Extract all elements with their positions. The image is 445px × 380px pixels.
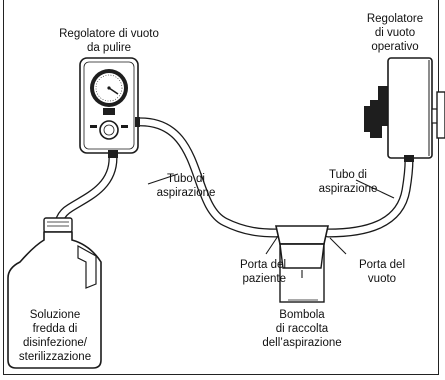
operative-regulator-device bbox=[364, 57, 445, 162]
label-line: sterilizzazione bbox=[18, 351, 92, 363]
leader-lines bbox=[147, 173, 395, 278]
label-line: disinfezione/ bbox=[23, 337, 87, 349]
label-operative-regulator: Regolatore di vuoto operativo bbox=[352, 12, 438, 54]
label-line: da pulire bbox=[86, 42, 132, 54]
label-line: Porta del bbox=[358, 259, 406, 271]
label-line: paziente bbox=[242, 273, 286, 285]
solution-jug bbox=[7, 217, 102, 369]
label-line: Tubo di bbox=[167, 173, 205, 185]
label-suction-tube-right: Tubo di aspirazione bbox=[308, 168, 388, 196]
leader-patient-port bbox=[265, 235, 279, 255]
label-line: Tubo di bbox=[329, 169, 367, 181]
diagram-frame bbox=[3, 0, 439, 375]
label-line: aspirazione bbox=[156, 187, 216, 199]
label-line: dell’aspirazione bbox=[262, 337, 342, 349]
label-line: vuoto bbox=[367, 273, 397, 285]
leader-right-tube bbox=[355, 179, 395, 199]
label-canister: Bombola di raccolta dell’aspirazione bbox=[252, 308, 352, 350]
cleaning-regulator-device bbox=[79, 57, 140, 158]
label-line: di raccolta bbox=[275, 323, 329, 335]
label-line: aspirazione bbox=[318, 183, 378, 195]
label-suction-tube-left: Tubo di aspirazione bbox=[146, 172, 226, 200]
label-vacuum-port: Porta del vuoto bbox=[352, 258, 412, 286]
label-line: operativo bbox=[371, 41, 419, 53]
label-line: fredda di bbox=[32, 323, 78, 335]
label-line: Porta del bbox=[239, 259, 286, 271]
control-knob bbox=[99, 120, 119, 140]
label-line: Regolatore di vuoto bbox=[59, 28, 159, 40]
label-line: Soluzione bbox=[29, 309, 81, 321]
leader-vacuum-port bbox=[329, 237, 347, 255]
label-line: Bombola bbox=[279, 309, 325, 321]
leader-left-tube bbox=[147, 173, 179, 185]
label-patient-port: Porta del paziente bbox=[226, 258, 286, 286]
tubes bbox=[53, 117, 414, 238]
collection-canister bbox=[275, 225, 329, 303]
label-solution: Soluzione fredda di disinfezione/ steril… bbox=[10, 308, 100, 364]
label-line: di vuoto bbox=[374, 27, 416, 39]
label-cleaning-regulator: Regolatore di vuoto da pulire bbox=[20, 27, 198, 55]
label-line: Regolatore bbox=[366, 13, 424, 25]
